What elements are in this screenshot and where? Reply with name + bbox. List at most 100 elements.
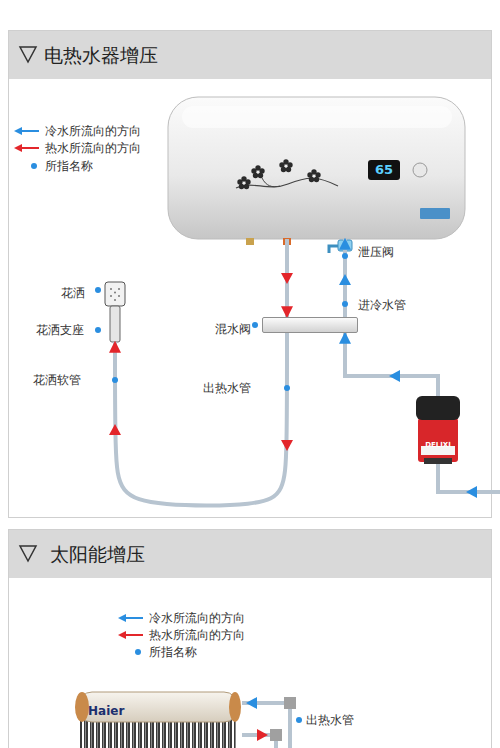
flow-arrow: [281, 273, 293, 284]
legend-item: 热水所流向的方向: [14, 141, 141, 155]
legend-text: 所指名称: [45, 159, 93, 173]
label-wrap: 出热水管: [203, 380, 251, 396]
nozzle: [110, 288, 112, 290]
pointer-dot: [112, 377, 118, 383]
flower: [237, 176, 250, 189]
legend-item: 冷水所流向的方向: [14, 124, 141, 138]
legend-arrow: [118, 629, 144, 641]
hot-arrow: [257, 729, 268, 741]
flow-arrow: [109, 424, 121, 435]
part-label: 出热水管: [203, 380, 251, 396]
heater-shine: [182, 106, 452, 128]
booster-pump: DELIXI: [416, 396, 460, 464]
flow-arrow: [281, 440, 293, 451]
legend-text: 冷水所流向的方向: [45, 124, 141, 138]
legend-arrow-head: [118, 631, 126, 639]
legend-dot: [118, 646, 144, 658]
triangle-icon: [20, 546, 36, 561]
part-label: 花洒软管: [33, 372, 81, 388]
tank-cap: [229, 692, 241, 722]
pump-motor: [416, 396, 460, 420]
legend-item: 热水所流向的方向: [118, 628, 245, 642]
pointer-dot: [342, 253, 348, 259]
mixing-valve: 混水阀: [262, 317, 358, 333]
solar-heater: Haier: [78, 692, 238, 748]
heater-sticker: [420, 208, 450, 219]
section-heading: 太阳能增压: [50, 542, 145, 566]
part-name: 混水阀: [215, 322, 251, 336]
section-heading: 电热水器增压: [44, 43, 158, 67]
nozzle: [114, 292, 116, 294]
pipe-elbow: [270, 729, 282, 741]
heater-body: [168, 97, 465, 239]
flower: [279, 159, 292, 172]
part-name: 花洒: [61, 285, 85, 301]
legend-arrow-head: [14, 127, 22, 135]
pointer-dot: [284, 385, 290, 391]
panel-frame: [9, 530, 492, 748]
solar-tank: [78, 692, 238, 722]
legend-dot: [31, 163, 37, 169]
pipe-elbow: [284, 697, 296, 709]
nozzle: [118, 288, 120, 290]
legend-arrow-head: [14, 144, 22, 152]
flower-stem: [262, 178, 280, 187]
legend-dot: [135, 649, 141, 655]
legend-arrow-head: [118, 614, 126, 622]
header-band: [9, 31, 491, 79]
water-pipe: [345, 333, 438, 396]
header-band: [9, 530, 491, 578]
part-label: 花洒支座: [36, 322, 84, 338]
pointer-dot: [252, 322, 258, 328]
label-wrap: 出热水管: [306, 712, 354, 728]
nozzle: [110, 295, 112, 297]
tank-cap: [75, 692, 89, 722]
flow-arrow: [339, 274, 351, 285]
solar-pipe: [242, 703, 290, 748]
brand-name: DELIXI: [425, 441, 451, 449]
legend-text: 热水所流向的方向: [45, 141, 141, 155]
flower: [251, 165, 264, 178]
part-label: 进冷水管: [358, 297, 406, 313]
flow-arrow: [389, 370, 400, 382]
display-reading: 65: [368, 160, 400, 180]
inlet-pipe: [438, 462, 500, 492]
label-wrap: 花洒软管: [33, 372, 81, 388]
water-pipe: [115, 333, 287, 505]
pointer-dot: [95, 287, 101, 293]
pointer-dot: [342, 301, 348, 307]
cold-arrow: [246, 697, 257, 709]
vacuum-tubes: [80, 720, 236, 748]
label-wrap: 进冷水管: [358, 297, 406, 313]
shower-head: [105, 282, 125, 306]
pointer-dot: [95, 327, 101, 333]
legend-item: 所指名称: [14, 159, 93, 173]
brass-fitting: [246, 238, 254, 245]
nozzle: [118, 295, 120, 297]
part-label: 泄压阀: [358, 244, 394, 260]
cold-arrow: [466, 486, 477, 498]
triangle-icon: [20, 47, 36, 62]
legend-arrow: [14, 125, 40, 137]
legend-text: 热水所流向的方向: [149, 628, 245, 642]
panel-frame: [9, 31, 492, 518]
flower: [307, 169, 320, 182]
pump-base: [424, 458, 452, 464]
water-heater: 65: [168, 97, 465, 239]
legend-text: 所指名称: [149, 645, 197, 659]
heading-wrap: 电热水器增压: [44, 43, 158, 67]
legend-dot: [14, 160, 40, 172]
label-wrap: 太阳能增压: [50, 542, 145, 566]
legend-item: 冷水所流向的方向: [118, 611, 245, 625]
pump-body: [418, 418, 458, 462]
legend-arrow: [14, 142, 40, 154]
nozzle: [114, 299, 116, 301]
flower-stem: [236, 178, 338, 188]
legend-arrow: [118, 612, 144, 624]
relief-spout: [329, 246, 338, 253]
brand-name: Haier: [88, 703, 124, 719]
legend-text: 冷水所流向的方向: [149, 611, 245, 625]
pointer-dot: [296, 717, 302, 723]
shower-head: 花洒: [105, 282, 125, 342]
